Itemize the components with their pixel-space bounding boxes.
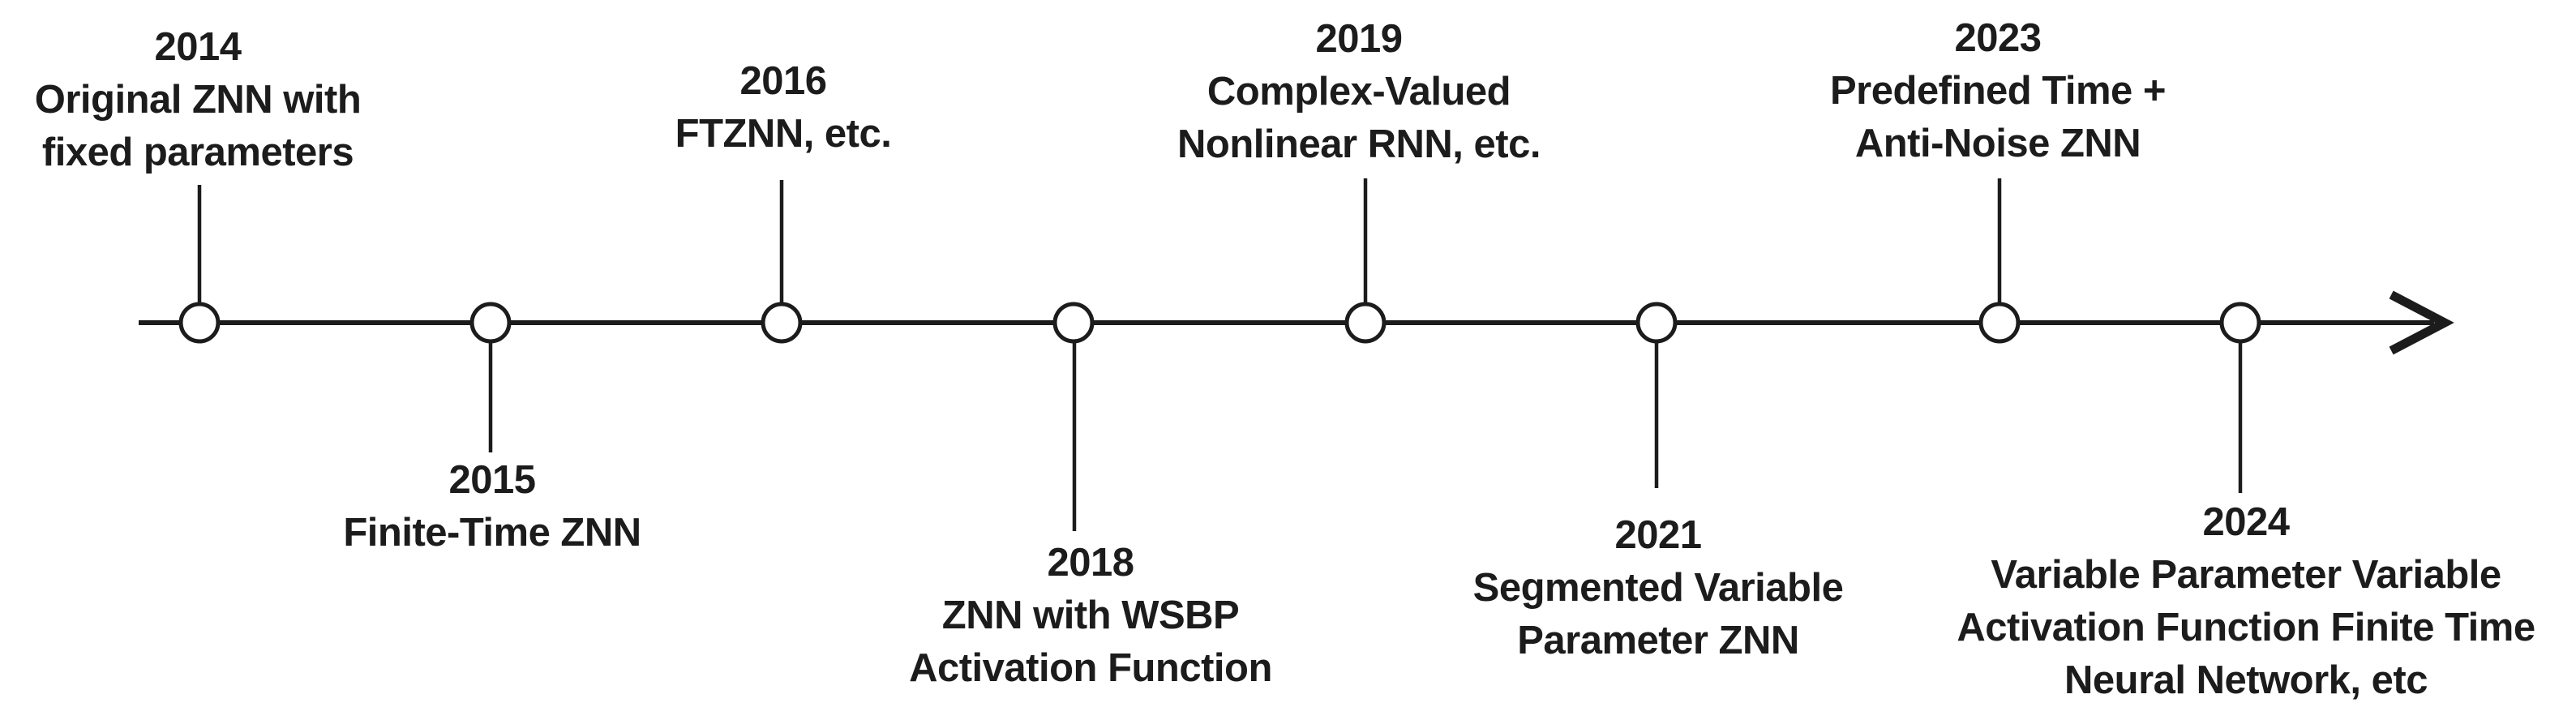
event-2014-node-circle bbox=[178, 302, 221, 344]
event-label-line: Parameter ZNN bbox=[1517, 619, 1799, 662]
event-year-text: 2015 bbox=[448, 458, 536, 502]
event-label-line: FTZNN, etc. bbox=[675, 112, 892, 156]
event-label-line: Neural Network, etc bbox=[2064, 658, 2428, 702]
event-2016-label: 2016 FTZNN, etc. bbox=[675, 55, 892, 161]
event-year-text: 2014 bbox=[154, 25, 242, 69]
event-label-line: Nonlinear RNN, etc. bbox=[1177, 122, 1541, 166]
event-label-line: Variable Parameter Variable bbox=[1991, 553, 2501, 597]
event-year-text: 2016 bbox=[739, 59, 827, 103]
event-2024-label: 2024 Variable Parameter Variable Activat… bbox=[1957, 496, 2535, 707]
event-label-line: Complex-Valued bbox=[1207, 70, 1511, 114]
event-2023-node-circle bbox=[1978, 302, 2021, 344]
event-2018-node-circle bbox=[1052, 302, 1095, 344]
axis-arrowhead-icon bbox=[2389, 290, 2454, 355]
event-2015-label: 2015 Finite-Time ZNN bbox=[343, 454, 641, 559]
event-2019-label: 2019 Complex-Valued Nonlinear RNN, etc. bbox=[1177, 13, 1541, 171]
event-2015-node-circle bbox=[469, 302, 512, 344]
event-label-line: Segmented Variable bbox=[1472, 566, 1844, 610]
event-year-text: 2019 bbox=[1315, 17, 1403, 61]
event-year-text: 2018 bbox=[1047, 541, 1134, 585]
event-label-line: ZNN with WSBP bbox=[941, 594, 1240, 637]
event-2016-node-circle bbox=[761, 302, 803, 344]
event-label-line: Activation Function Finite Time bbox=[1957, 606, 2535, 649]
event-2024-node-circle bbox=[2219, 302, 2261, 344]
event-label-line: Activation Function bbox=[909, 646, 1272, 690]
event-year-text: 2023 bbox=[1954, 16, 2042, 60]
event-2021-node-circle bbox=[1635, 302, 1678, 344]
event-2021-label: 2021 Segmented Variable Parameter ZNN bbox=[1473, 509, 1844, 667]
event-year-text: 2024 bbox=[2202, 500, 2290, 544]
event-label-line: Anti-Noise ZNN bbox=[1854, 122, 2141, 165]
event-2018-label: 2018 ZNN with WSBP Activation Function bbox=[909, 537, 1272, 695]
event-label-line: fixed parameters bbox=[41, 131, 354, 174]
event-label-line: Finite-Time ZNN bbox=[343, 511, 641, 555]
event-2023-label: 2023 Predefined Time + Anti-Noise ZNN bbox=[1829, 12, 2167, 170]
event-year-text: 2021 bbox=[1614, 513, 1702, 557]
event-2014-label: 2014 Original ZNN with fixed parameters bbox=[35, 21, 362, 179]
event-label-line: Original ZNN with bbox=[34, 78, 362, 122]
event-label-line: Predefined Time + bbox=[1829, 69, 2167, 113]
event-2019-node-circle bbox=[1344, 302, 1387, 344]
